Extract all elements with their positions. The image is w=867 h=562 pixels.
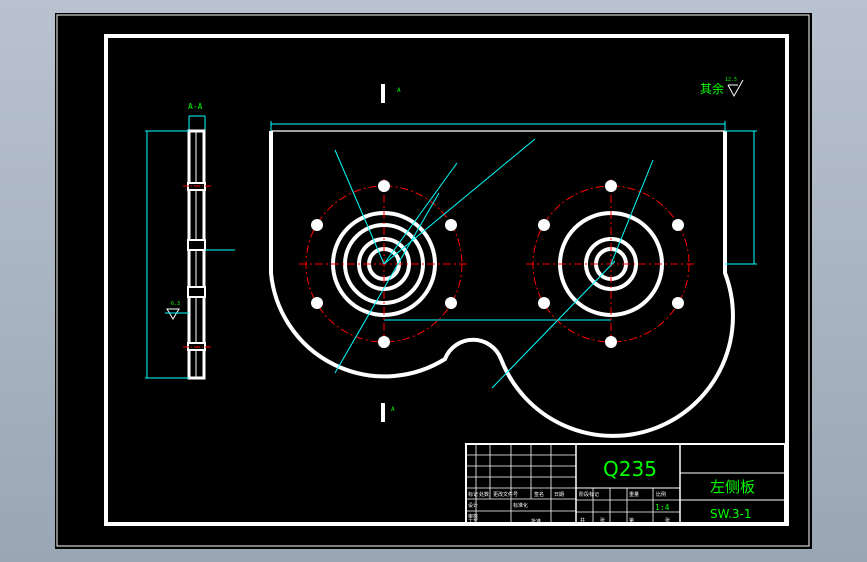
plate-outline xyxy=(269,131,735,438)
small-label-5: 日期 xyxy=(554,492,564,498)
small-label-11: 阶段标记 xyxy=(579,491,599,498)
drawing-number-text: SW.3-1 xyxy=(710,507,752,521)
surface-roughness: 12.5 xyxy=(725,77,737,83)
cad-viewport[interactable]: A-A 6.3 A A xyxy=(55,13,812,549)
outer-border xyxy=(56,14,810,547)
surface-note: 其余 xyxy=(700,81,724,96)
roughness-symbol xyxy=(727,79,744,98)
section-cut-bottom xyxy=(381,403,385,422)
small-label-9: 工艺 xyxy=(468,519,478,525)
scale-text: 1:4 xyxy=(655,503,670,512)
section-view: A-A 6.3 xyxy=(145,102,235,380)
small-label-15: 张 xyxy=(600,517,605,524)
small-label-14: 共 xyxy=(580,517,585,524)
section-cut-label-top: A xyxy=(397,87,401,94)
small-label-10: 批准 xyxy=(531,518,541,525)
small-label-4: 签名 xyxy=(534,491,544,498)
section-label: A-A xyxy=(188,102,203,111)
title-block: 标记 处数 更改文件号 签名 日期 设计 标准化 审核 工艺 批准 阶段标记 重… xyxy=(465,443,786,525)
section-cut-top xyxy=(381,84,385,103)
small-label-13: 比例 xyxy=(656,491,666,498)
small-label-12: 重量 xyxy=(629,491,639,498)
small-label-6: 设计 xyxy=(468,502,478,509)
small-label-7: 标准化 xyxy=(513,502,528,509)
small-label-2: 处数 xyxy=(479,491,489,498)
small-label-17: 张 xyxy=(665,517,670,524)
side-roughness: 6.3 xyxy=(171,301,180,307)
small-label-1: 标记 xyxy=(468,491,478,498)
cad-drawing: A-A 6.3 A A xyxy=(56,14,810,547)
small-label-3: 更改文件号 xyxy=(493,491,518,498)
material-text: Q235 xyxy=(603,457,657,481)
small-label-8: 审核 xyxy=(468,513,478,520)
small-label-16: 第 xyxy=(629,517,634,524)
section-cut-label-bottom: A xyxy=(391,406,395,413)
drawing-frame xyxy=(104,34,789,526)
main-view xyxy=(269,121,757,438)
part-name-text: 左侧板 xyxy=(710,478,755,496)
